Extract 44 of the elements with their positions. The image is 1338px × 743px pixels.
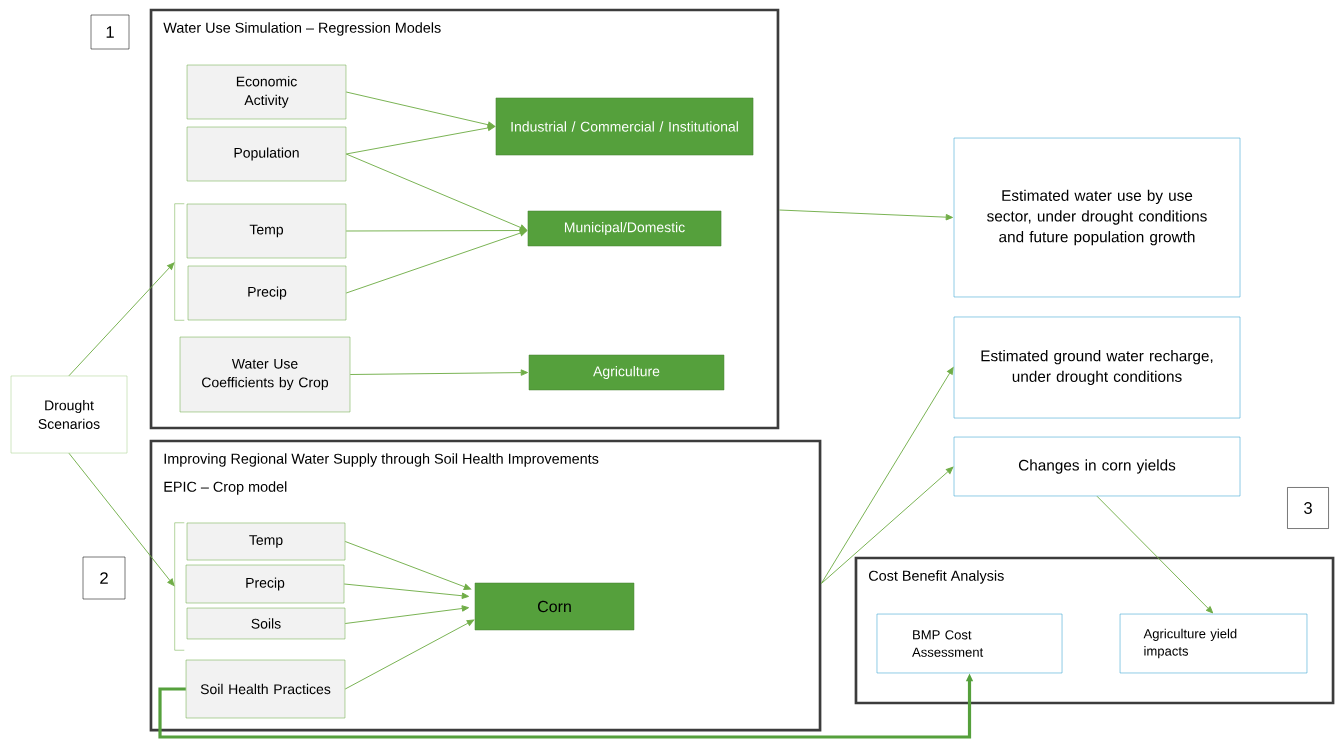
arrow bbox=[345, 153, 528, 231]
callout-number: 3 bbox=[1287, 487, 1329, 529]
arrow bbox=[345, 91, 495, 128]
arrow bbox=[778, 209, 953, 221]
arrow bbox=[344, 605, 470, 624]
result-box: Changes in corn yields bbox=[953, 436, 1241, 497]
scenario-box: Drought Scenarios bbox=[10, 375, 128, 454]
panel-heading: Water Use Simulation – Regression Models bbox=[163, 22, 441, 36]
arrow bbox=[343, 583, 470, 599]
input-box: Population bbox=[186, 126, 347, 182]
input-box: Economic Activity bbox=[186, 64, 347, 120]
output-box: Agriculture bbox=[528, 354, 725, 391]
result-box: Estimated water use by use sector, under drought conditions and future population growth bbox=[953, 137, 1241, 298]
arrow bbox=[345, 229, 528, 294]
input-box: Soil Health Practices bbox=[185, 659, 346, 719]
arrow bbox=[68, 262, 175, 377]
result-box: Estimated ground water recharge, under drought conditions bbox=[953, 316, 1241, 419]
panel-heading: EPIC – Crop model bbox=[164, 481, 287, 495]
arrow bbox=[345, 227, 527, 234]
panel-heading: Cost Benefit Analysis bbox=[869, 570, 1004, 584]
input-box: Precip bbox=[185, 564, 345, 604]
input-box: Soils bbox=[186, 607, 346, 640]
arrow bbox=[68, 452, 175, 587]
input-box: Water Use Coefficients by Crop bbox=[179, 336, 351, 413]
arrow bbox=[820, 466, 954, 584]
arrow bbox=[820, 367, 954, 584]
result-box: Agriculture yield impacts bbox=[1119, 613, 1308, 674]
arrow bbox=[344, 619, 475, 690]
arrow bbox=[345, 124, 495, 155]
input-box: Precip bbox=[187, 265, 347, 321]
callout-number: 2 bbox=[82, 556, 126, 600]
output-box: Corn bbox=[474, 582, 635, 631]
bracket bbox=[174, 203, 185, 321]
bracket bbox=[174, 522, 185, 651]
panel-heading: Improving Regional Water Supply through Soil Health Improvements bbox=[164, 453, 599, 467]
input-box: Temp bbox=[186, 203, 347, 259]
output-box: Industrial / Commercial / Institutional bbox=[495, 97, 754, 156]
callout-number: 1 bbox=[90, 14, 130, 50]
output-box: Municipal/Domestic bbox=[527, 210, 722, 247]
result-box: BMP Cost Assessment bbox=[876, 613, 1063, 674]
arrow bbox=[349, 369, 529, 376]
arrow bbox=[1096, 495, 1214, 614]
arrow bbox=[344, 541, 472, 590]
input-box: Temp bbox=[186, 522, 346, 561]
